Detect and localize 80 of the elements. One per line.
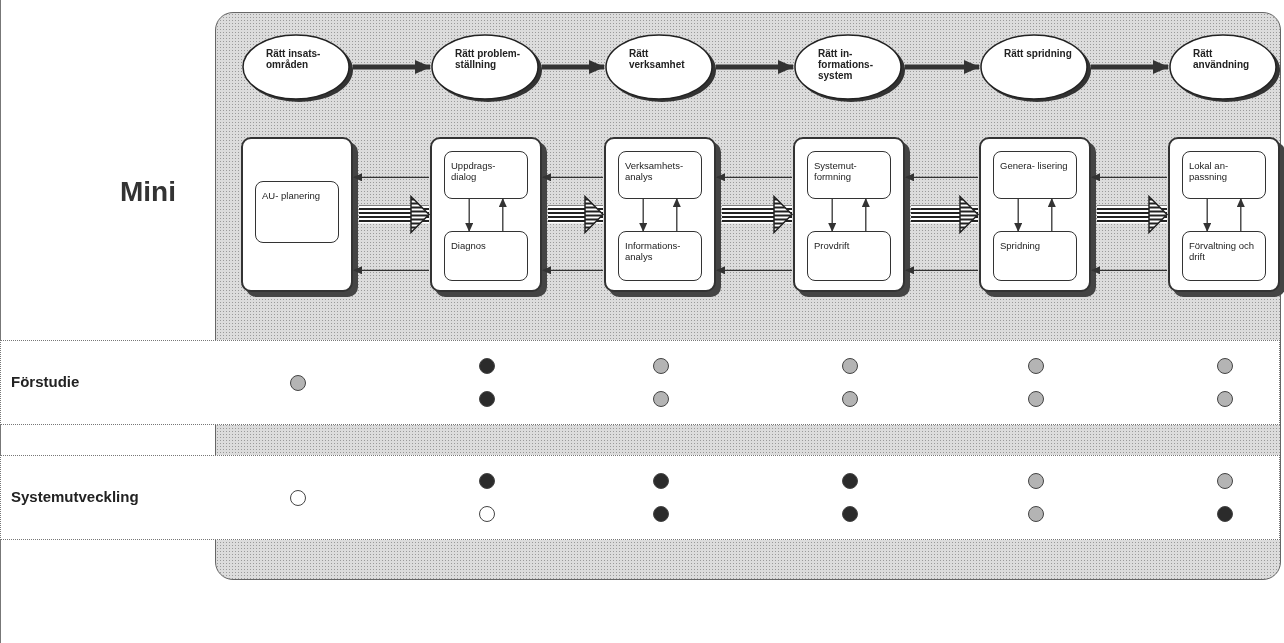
arrow <box>716 173 793 182</box>
arrow <box>1047 198 1056 232</box>
activity-box: Lokal an- passning <box>1182 151 1266 199</box>
status-dot <box>479 506 495 522</box>
arrow <box>1236 198 1245 232</box>
section-heading: Mini <box>120 176 176 208</box>
table-row <box>0 455 1280 540</box>
row-heading: Systemutveckling <box>11 488 139 505</box>
arrow <box>498 198 507 232</box>
arrow <box>542 60 605 74</box>
status-dot <box>479 358 495 374</box>
status-dot <box>1028 506 1044 522</box>
arrow <box>639 198 648 232</box>
arrow <box>1203 198 1212 232</box>
activity-box: Förvaltning och drift <box>1182 231 1266 281</box>
goal-ellipse <box>431 34 541 100</box>
arrow <box>542 266 604 275</box>
goal-ellipse <box>605 34 715 100</box>
arrow <box>1014 198 1023 232</box>
process-arrow <box>911 195 979 234</box>
activity-box: AU- planering <box>255 181 339 243</box>
arrow <box>1091 173 1168 182</box>
arrow <box>861 198 870 232</box>
status-dot <box>479 473 495 489</box>
arrow <box>465 198 474 232</box>
status-dot <box>290 490 306 506</box>
status-dot <box>1217 473 1233 489</box>
table-row <box>0 340 1280 425</box>
goal-text: Rätt verksamhet <box>629 48 686 70</box>
activity-box: Verksamhets- analys <box>618 151 702 199</box>
goal-ellipse <box>1169 34 1279 100</box>
status-dot <box>653 473 669 489</box>
arrow <box>353 173 430 182</box>
activity-box: Informations- analys <box>618 231 702 281</box>
activity-box: Spridning <box>993 231 1077 281</box>
goal-text: Rätt spridning <box>1004 48 1073 59</box>
status-dot <box>653 391 669 407</box>
arrow <box>905 266 979 275</box>
arrow <box>828 198 837 232</box>
arrow <box>905 60 980 74</box>
status-dot <box>1028 358 1044 374</box>
status-dot <box>653 506 669 522</box>
process-arrow <box>548 195 604 234</box>
status-dot <box>1217 391 1233 407</box>
goal-ellipse <box>242 34 352 100</box>
status-dot <box>479 391 495 407</box>
arrow <box>542 173 604 182</box>
status-dot <box>842 473 858 489</box>
goal-text: Rätt in- formations- system <box>818 48 874 81</box>
status-dot <box>1217 506 1233 522</box>
goal-ellipse <box>980 34 1090 100</box>
activity-box: Genera- lisering <box>993 151 1077 199</box>
arrow <box>1091 60 1169 74</box>
arrow <box>716 266 793 275</box>
status-dot <box>842 358 858 374</box>
arrow <box>672 198 681 232</box>
arrow <box>1091 266 1168 275</box>
activity-box: Provdrift <box>807 231 891 281</box>
row-heading: Förstudie <box>11 373 80 390</box>
status-dot <box>290 375 306 391</box>
process-arrow <box>722 195 793 234</box>
arrow <box>353 266 430 275</box>
process-arrow <box>1097 195 1168 234</box>
goal-text: Rätt problem- ställning <box>455 48 521 70</box>
arrow <box>353 60 431 74</box>
goal-text: Rätt insats- områden <box>266 48 322 70</box>
status-dot <box>842 506 858 522</box>
goal-ellipse <box>794 34 904 100</box>
goal-text: Rätt användning <box>1193 48 1251 70</box>
status-dot <box>653 358 669 374</box>
activity-box: Uppdrags- dialog <box>444 151 528 199</box>
status-dot <box>842 391 858 407</box>
status-dot <box>1028 391 1044 407</box>
status-dot <box>1028 473 1044 489</box>
arrow <box>905 173 979 182</box>
arrow <box>716 60 794 74</box>
activity-box: Systemut- formning <box>807 151 891 199</box>
status-dot <box>1217 358 1233 374</box>
activity-box: Diagnos <box>444 231 528 281</box>
process-arrow <box>359 195 430 234</box>
